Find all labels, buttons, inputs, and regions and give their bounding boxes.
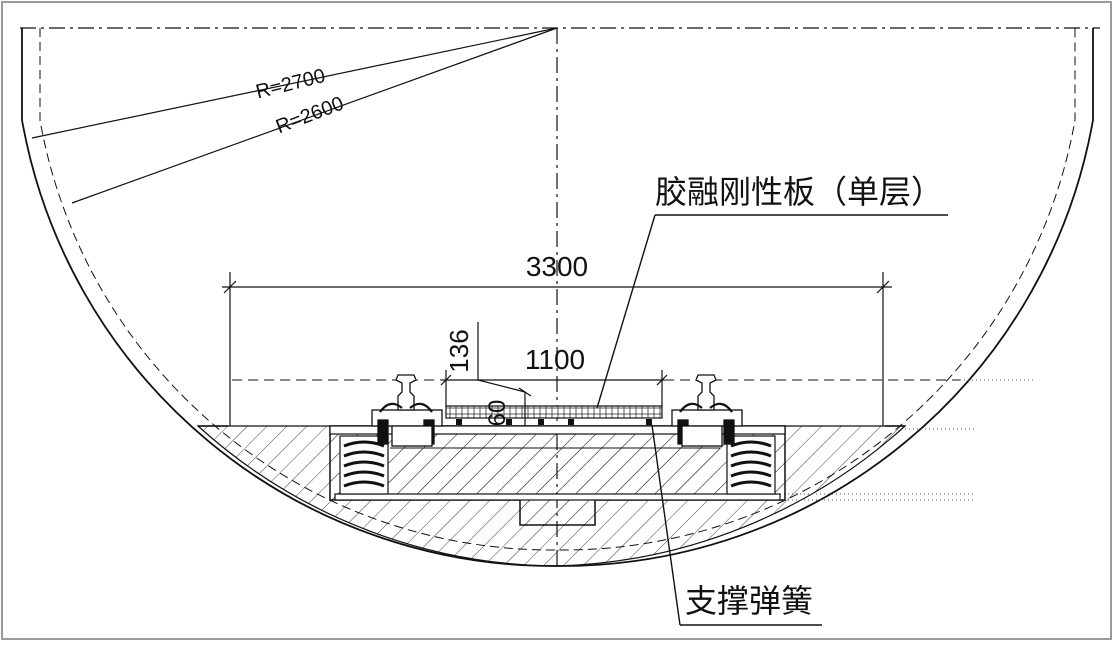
- rigid-plate-leader: [596, 214, 948, 409]
- dimension-3300-label: 3300: [526, 251, 588, 282]
- rail-fastener-right: [671, 374, 743, 447]
- slab-cavity: [390, 448, 720, 492]
- support-spring-left: [339, 435, 389, 495]
- slab-top-plate: [329, 425, 786, 435]
- slab-bottom-plate: [334, 493, 781, 501]
- radius-inner-label: R=2600: [273, 92, 347, 138]
- radius-outer-leader: [31, 27, 558, 139]
- spring-leader: [651, 424, 822, 626]
- dimension-136-label: 136: [444, 329, 474, 372]
- rigid-plate-supports: [456, 419, 652, 425]
- dimension-136: [477, 322, 532, 426]
- dimension-1100: [440, 370, 668, 406]
- radius-outer-label: R=2700: [254, 65, 328, 103]
- rigid-plate: [445, 405, 663, 419]
- tunnel-outer-lining: [21, 28, 1094, 567]
- dimension-60-label: 60: [484, 400, 511, 427]
- rigid-plate-label: 胶融刚性板（单层）: [655, 173, 943, 211]
- dimension-1100-label: 1100: [525, 344, 585, 375]
- spring-label: 支撑弹簧: [685, 582, 813, 620]
- tunnel-inner-line: [39, 28, 1076, 551]
- radius-inner-leader: [71, 27, 558, 204]
- dimension-3300: [222, 272, 892, 426]
- support-spring-right: [726, 435, 776, 495]
- rail-fastener-left: [371, 374, 443, 447]
